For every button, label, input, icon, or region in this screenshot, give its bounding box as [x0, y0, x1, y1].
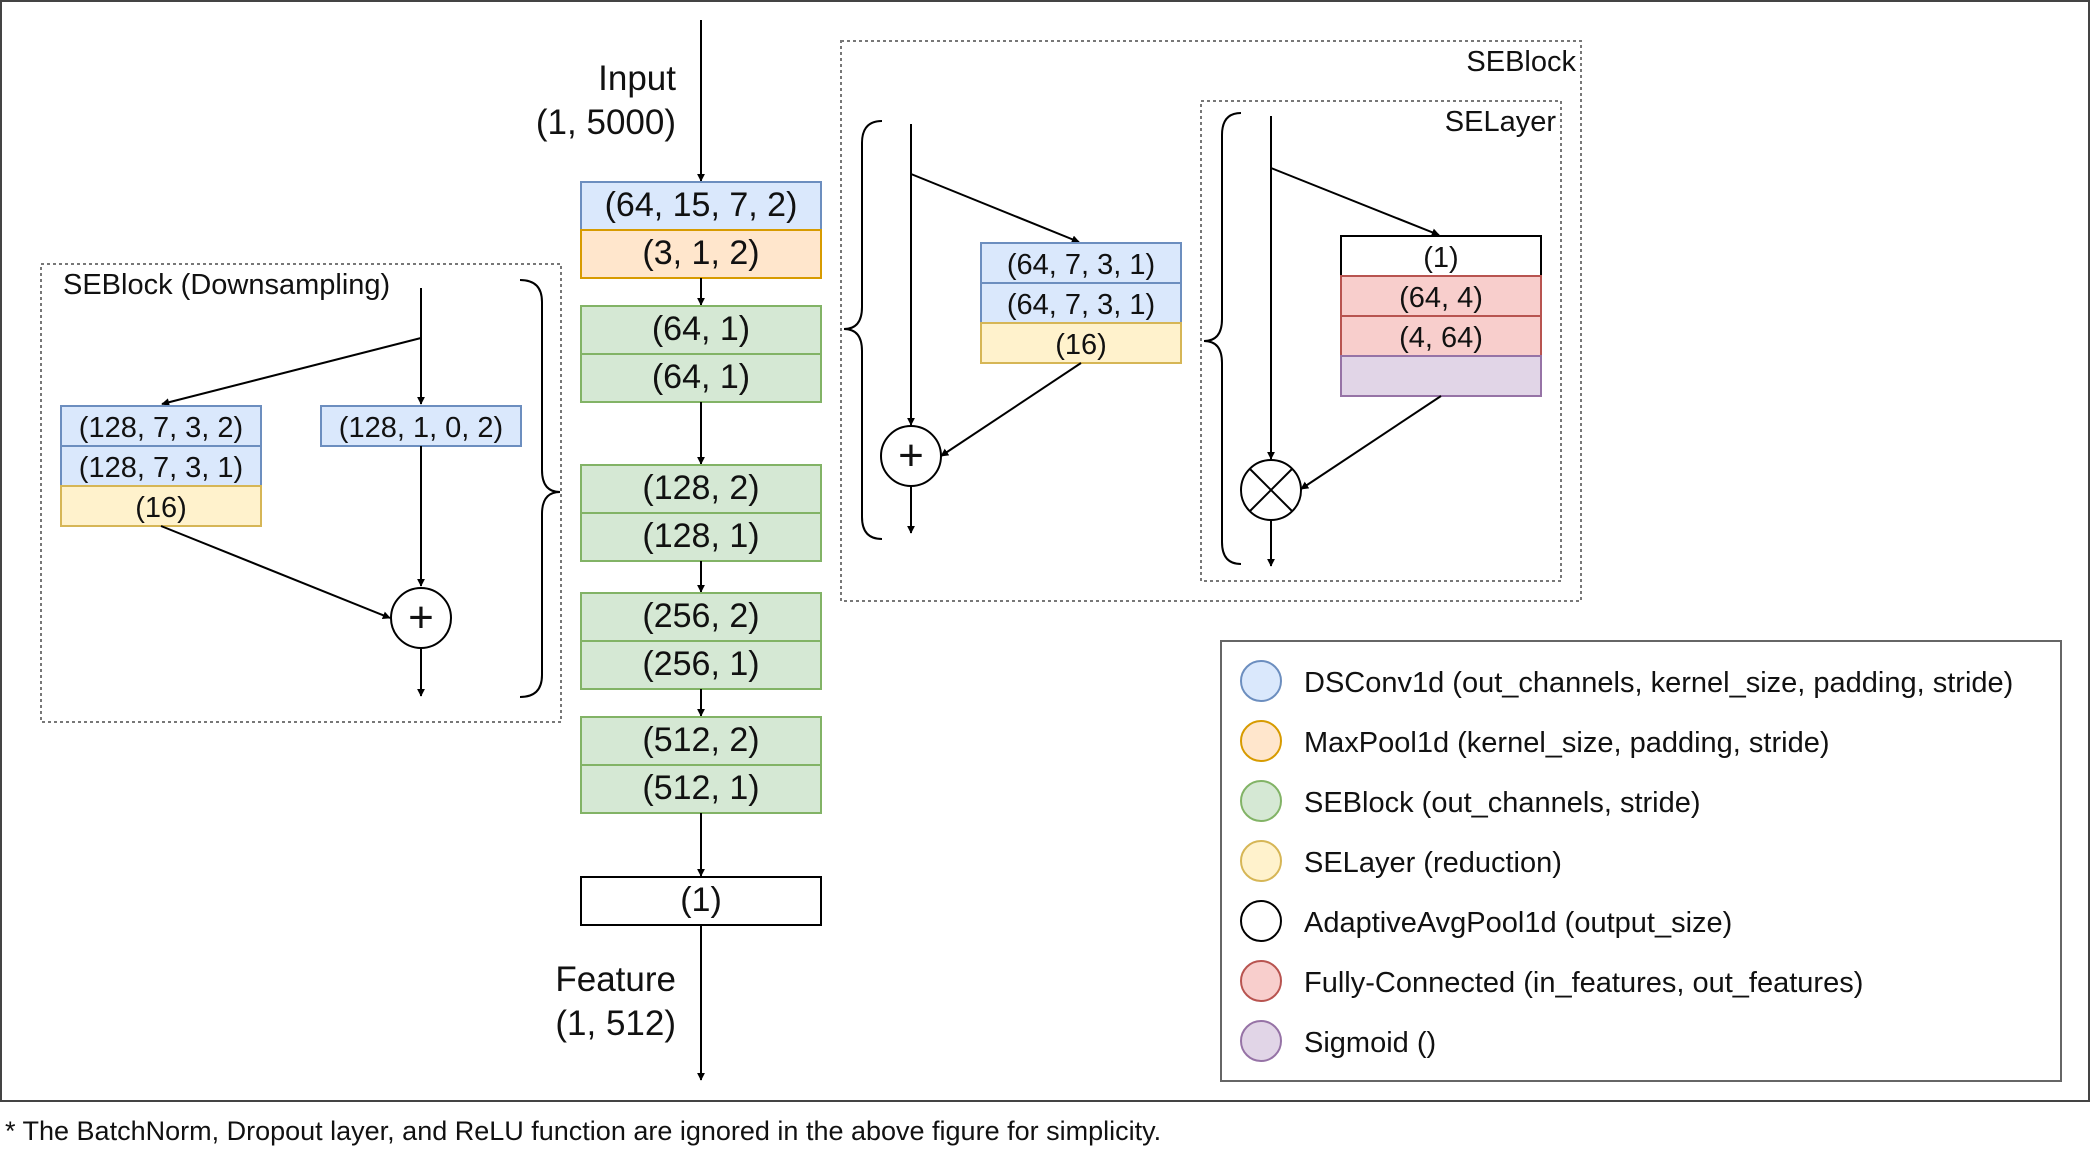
seblock-downsampling-panel: SEBlock (Downsampling) (128, 7, 3, 2) (1…: [40, 263, 562, 723]
seblock-stage3-a: [580, 592, 822, 642]
down-left-selayer-label: (16): [135, 492, 187, 524]
se-selayer-label: (16): [1055, 329, 1107, 361]
selayer-fc-2: [1340, 315, 1542, 357]
se-dsconv-1: [980, 242, 1182, 284]
seblock-stage1-b-label: (64, 1): [652, 358, 750, 396]
selayer-frame: [1200, 100, 1562, 582]
branch-to-add-arrow: [940, 362, 1082, 457]
output-label: Feature: [555, 960, 676, 999]
se-dsconv-2-label: (64, 7, 3, 1): [1007, 289, 1155, 321]
legend-label-maxpool: MaxPool1d (kernel_size, padding, stride): [1304, 727, 1830, 759]
down-right-dsconv-label: (128, 1, 0, 2): [339, 412, 503, 444]
legend-label-selayer: SELayer (reduction): [1304, 847, 1562, 879]
seblock-title: SEBlock: [1466, 46, 1576, 78]
down-left-dsconv-2: [60, 445, 262, 487]
seblock-stage4-a-label: (512, 2): [642, 721, 759, 759]
main-pipeline: Input (1, 5000) (64, 15, 7, 2) (3, 1, 2)…: [536, 20, 822, 1081]
legend-label-avgpool: AdaptiveAvgPool1d (output_size): [1304, 907, 1732, 939]
left-to-add-arrow: [160, 525, 391, 620]
selayer-avgpool: [1340, 235, 1542, 277]
selayer-branch-arrow: [1270, 167, 1440, 237]
seblock-downsampling-frame: [40, 263, 562, 723]
legend-swatch-maxpool: [1240, 720, 1282, 762]
main-avgpool-label: (1): [680, 881, 722, 919]
se-dsconv-1-label: (64, 7, 3, 1): [1007, 249, 1155, 281]
sigmoid-to-mult-arrow: [1300, 395, 1442, 490]
seblock-stage2-a-label: (128, 2): [642, 469, 759, 507]
input-shape: (1, 5000): [536, 103, 676, 142]
main-maxpool-block: [580, 229, 822, 279]
footnote: * The BatchNorm, Dropout layer, and ReLU…: [5, 1116, 1161, 1146]
seblock-panel: SEBlock (64, 7, 3, 1) (64, 7, 3, 1) (16)…: [840, 40, 1582, 602]
selayer-fc-2-label: (4, 64): [1399, 322, 1483, 354]
seblock-downsampling-brace: [519, 279, 561, 698]
branch-to-left-arrow: [161, 337, 422, 407]
legend-swatch-fc: [1240, 960, 1282, 1002]
branch-arrow: [910, 173, 1080, 244]
seblock-stage4-a: [580, 716, 822, 766]
legend-swatch-sigmoid: [1240, 1020, 1282, 1062]
legend-swatch-avgpool: [1240, 900, 1282, 942]
outer-frame: [0, 0, 2090, 1102]
legend-label-fc: Fully-Connected (in_features, out_featur…: [1304, 967, 1863, 999]
seblock-stage1-a: [580, 305, 822, 355]
seblock-stage4-b-label: (512, 1): [642, 769, 759, 807]
seblock-stage3-b-label: (256, 1): [642, 645, 759, 683]
output-shape: (1, 512): [555, 1004, 676, 1043]
down-left-dsconv-2-label: (128, 7, 3, 1): [79, 452, 243, 484]
seblock-stage1-a-label: (64, 1): [652, 310, 750, 348]
down-left-dsconv-1: [60, 405, 262, 447]
selayer-brace: [1203, 112, 1242, 565]
input-label: Input: [598, 59, 676, 98]
seblock-stage3-a-label: (256, 2): [642, 597, 759, 635]
seblock-stage4-b: [580, 764, 822, 814]
se-selayer: [980, 322, 1182, 364]
seblock-brace: [843, 120, 883, 540]
multiply-node: [1240, 459, 1302, 521]
legend-swatch-seblock: [1240, 780, 1282, 822]
legend: DSConv1d (out_channels, kernel_size, pad…: [1220, 640, 2062, 1082]
selayer-avgpool-label: (1): [1423, 242, 1458, 274]
legend-swatch-selayer: [1240, 840, 1282, 882]
legend-frame: [1220, 640, 2062, 1082]
seblock-downsampling-title: SEBlock (Downsampling): [63, 269, 390, 301]
main-maxpool-label: (3, 1, 2): [642, 234, 759, 272]
selayer-sigmoid: [1340, 355, 1542, 397]
selayer-fc-1: [1340, 275, 1542, 317]
legend-label-dsconv: DSConv1d (out_channels, kernel_size, pad…: [1304, 667, 2013, 699]
down-left-dsconv-1-label: (128, 7, 3, 2): [79, 412, 243, 444]
seblock-stage2-b-label: (128, 1): [642, 517, 759, 555]
selayer-title: SELayer: [1445, 106, 1557, 138]
add-symbol: +: [898, 431, 924, 480]
selayer-fc-1-label: (64, 4): [1399, 282, 1483, 314]
legend-swatch-dsconv: [1240, 660, 1282, 702]
legend-label-sigmoid: Sigmoid (): [1304, 1027, 1436, 1059]
seblock-stage1-b: [580, 353, 822, 403]
seblock-stage3-b: [580, 640, 822, 690]
main-dsconv-label: (64, 15, 7, 2): [605, 186, 798, 224]
add-symbol: +: [408, 593, 434, 642]
legend-label-seblock: SEBlock (out_channels, stride): [1304, 787, 1701, 819]
seblock-frame: [840, 40, 1582, 602]
